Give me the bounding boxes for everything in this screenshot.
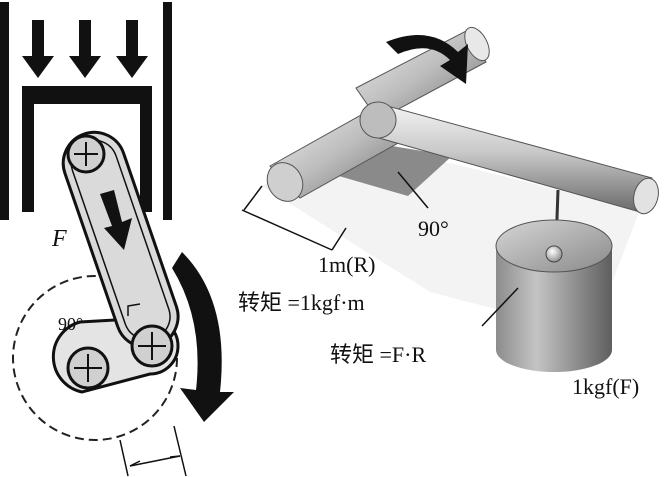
lever-illustration — [241, 26, 659, 372]
force-arrow — [100, 190, 132, 250]
piston — [22, 86, 152, 212]
hook-ball — [545, 245, 563, 263]
pressure-arrows — [22, 20, 148, 78]
weight-label: 1kgf(F) — [572, 374, 639, 399]
cylinder-wall-left — [0, 2, 9, 220]
right-angle-marker — [127, 303, 141, 316]
torque-example-label: 转矩 =1kgf·m — [238, 290, 365, 315]
weight-cylinder — [495, 219, 613, 372]
crankshaft-center — [66, 346, 110, 390]
dimension-lines — [241, 171, 519, 327]
rotation-arrow — [172, 252, 234, 422]
cylinder-wall-right — [163, 2, 172, 220]
lever-angle-label: 90° — [418, 216, 449, 241]
piston-crank-illustration — [0, 2, 234, 477]
lever-arm — [359, 101, 659, 215]
force-label: F — [51, 226, 67, 252]
lever-length-label: 1m(R) — [318, 252, 375, 277]
shaft-rotation-arrow — [386, 34, 468, 84]
lever-radius-lines — [119, 425, 187, 477]
torque-formula-label: 转矩 =F·R — [330, 342, 426, 367]
piston-angle-label: 90° — [58, 314, 83, 334]
wrist-pin — [66, 134, 106, 174]
crank-pin — [130, 324, 174, 368]
